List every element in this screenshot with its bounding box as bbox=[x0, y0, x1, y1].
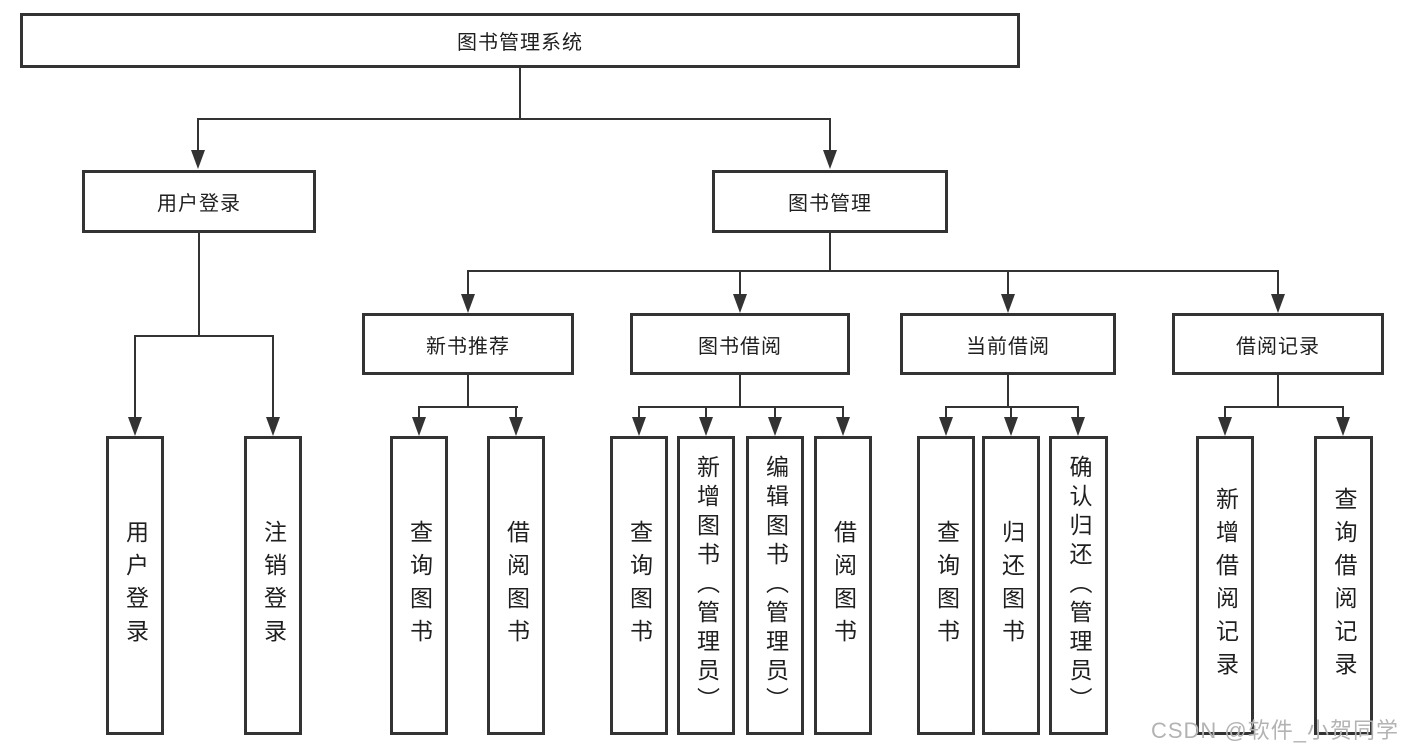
arrow-down-icon bbox=[1004, 417, 1018, 436]
connector-line bbox=[1342, 406, 1344, 418]
node-label: 新增借阅记录 bbox=[1212, 486, 1239, 685]
connector-line bbox=[467, 375, 469, 408]
leaf-user-login: 用户登录 bbox=[106, 436, 164, 735]
connector-line bbox=[515, 406, 517, 418]
node-label: 图书管理系统 bbox=[457, 32, 583, 54]
arrow-down-icon bbox=[1218, 417, 1232, 436]
node-label: 新书推荐 bbox=[426, 335, 510, 358]
connector-line bbox=[945, 406, 947, 418]
node-label: 借阅图书 bbox=[830, 519, 857, 652]
node-borrowing-records: 借阅记录 bbox=[1172, 313, 1384, 375]
connector-line bbox=[134, 335, 136, 417]
connector-line bbox=[467, 270, 469, 295]
connector-line bbox=[829, 233, 831, 272]
node-book-management: 图书管理 bbox=[712, 170, 948, 233]
node-new-book-recommendation: 新书推荐 bbox=[362, 313, 574, 375]
node-label: 归还图书 bbox=[998, 519, 1025, 652]
arrow-down-icon bbox=[939, 417, 953, 436]
connector-line bbox=[1077, 406, 1079, 418]
node-label: 查询图书 bbox=[406, 519, 433, 652]
connector-line bbox=[467, 270, 1279, 272]
connector-line bbox=[197, 118, 199, 152]
leaf-borrow-books-recommend: 借阅图书 bbox=[487, 436, 545, 735]
leaf-query-books-borrowing: 查询图书 bbox=[610, 436, 668, 735]
leaf-add-borrow-record: 新增借阅记录 bbox=[1196, 436, 1254, 735]
connector-line bbox=[739, 270, 741, 295]
connector-line bbox=[197, 118, 831, 120]
connector-line bbox=[1010, 406, 1012, 418]
connector-line bbox=[705, 406, 707, 418]
watermark-text: CSDN @软件_小贺同学 bbox=[1150, 718, 1399, 743]
arrow-down-icon bbox=[768, 417, 782, 436]
connector-line bbox=[519, 68, 521, 118]
leaf-query-books-recommend: 查询图书 bbox=[390, 436, 448, 735]
connector-line bbox=[638, 406, 844, 408]
connector-line bbox=[134, 335, 274, 337]
leaf-add-book-admin: 新增图书（管理员） bbox=[677, 436, 735, 735]
connector-line bbox=[739, 375, 741, 408]
leaf-edit-book-admin: 编辑图书（管理员） bbox=[746, 436, 804, 735]
connector-line bbox=[842, 406, 844, 418]
arrow-down-icon bbox=[509, 417, 523, 436]
connector-line bbox=[774, 406, 776, 418]
node-label: 当前借阅 bbox=[966, 335, 1050, 358]
leaf-query-borrow-record: 查询借阅记录 bbox=[1314, 436, 1373, 735]
connector-line bbox=[198, 233, 200, 337]
connector-line bbox=[638, 406, 640, 418]
arrow-down-icon bbox=[266, 417, 280, 436]
node-label: 图书借阅 bbox=[698, 335, 782, 358]
connector-line bbox=[1224, 406, 1226, 418]
node-label: 新增图书（管理员） bbox=[693, 455, 720, 716]
arrow-down-icon bbox=[1271, 294, 1285, 313]
connector-line bbox=[1007, 270, 1009, 295]
arrow-down-icon bbox=[191, 150, 205, 169]
connector-line bbox=[945, 406, 1079, 408]
node-label: 编辑图书（管理员） bbox=[762, 455, 789, 716]
node-label: 查询借阅记录 bbox=[1331, 486, 1357, 685]
connector-line bbox=[1277, 270, 1279, 295]
leaf-logout: 注销登录 bbox=[244, 436, 302, 735]
arrow-down-icon bbox=[1001, 294, 1015, 313]
arrow-down-icon bbox=[461, 294, 475, 313]
node-label: 用户登录 bbox=[122, 519, 149, 652]
connector-line bbox=[418, 406, 420, 418]
arrow-down-icon bbox=[699, 417, 713, 436]
leaf-confirm-return-admin: 确认归还（管理员） bbox=[1049, 436, 1108, 735]
connector-line bbox=[1224, 406, 1344, 408]
arrow-down-icon bbox=[823, 150, 837, 169]
node-label: 借阅图书 bbox=[503, 519, 530, 652]
node-label: 查询图书 bbox=[933, 519, 960, 652]
arrow-down-icon bbox=[412, 417, 426, 436]
connector-line bbox=[272, 335, 274, 417]
leaf-return-books: 归还图书 bbox=[982, 436, 1040, 735]
node-label: 图书管理 bbox=[788, 193, 872, 215]
node-label: 借阅记录 bbox=[1236, 335, 1320, 358]
arrow-down-icon bbox=[1071, 417, 1085, 436]
node-label: 用户登录 bbox=[157, 193, 241, 215]
arrow-down-icon bbox=[1336, 417, 1350, 436]
node-label: 查询图书 bbox=[626, 519, 653, 652]
arrow-down-icon bbox=[836, 417, 850, 436]
arrow-down-icon bbox=[733, 294, 747, 313]
arrow-down-icon bbox=[128, 417, 142, 436]
node-user-login: 用户登录 bbox=[82, 170, 316, 233]
leaf-borrow-books-borrowing: 借阅图书 bbox=[814, 436, 872, 735]
connector-line bbox=[1277, 375, 1279, 408]
connector-line bbox=[418, 406, 518, 408]
arrow-down-icon bbox=[632, 417, 646, 436]
node-label: 确认归还（管理员） bbox=[1066, 455, 1092, 716]
leaf-query-books-current: 查询图书 bbox=[917, 436, 975, 735]
node-label: 注销登录 bbox=[260, 519, 287, 652]
connector-line bbox=[829, 118, 831, 152]
node-book-borrowing: 图书借阅 bbox=[630, 313, 850, 375]
node-library-management-system: 图书管理系统 bbox=[20, 13, 1020, 68]
connector-line bbox=[1007, 375, 1009, 408]
node-current-borrowing: 当前借阅 bbox=[900, 313, 1116, 375]
